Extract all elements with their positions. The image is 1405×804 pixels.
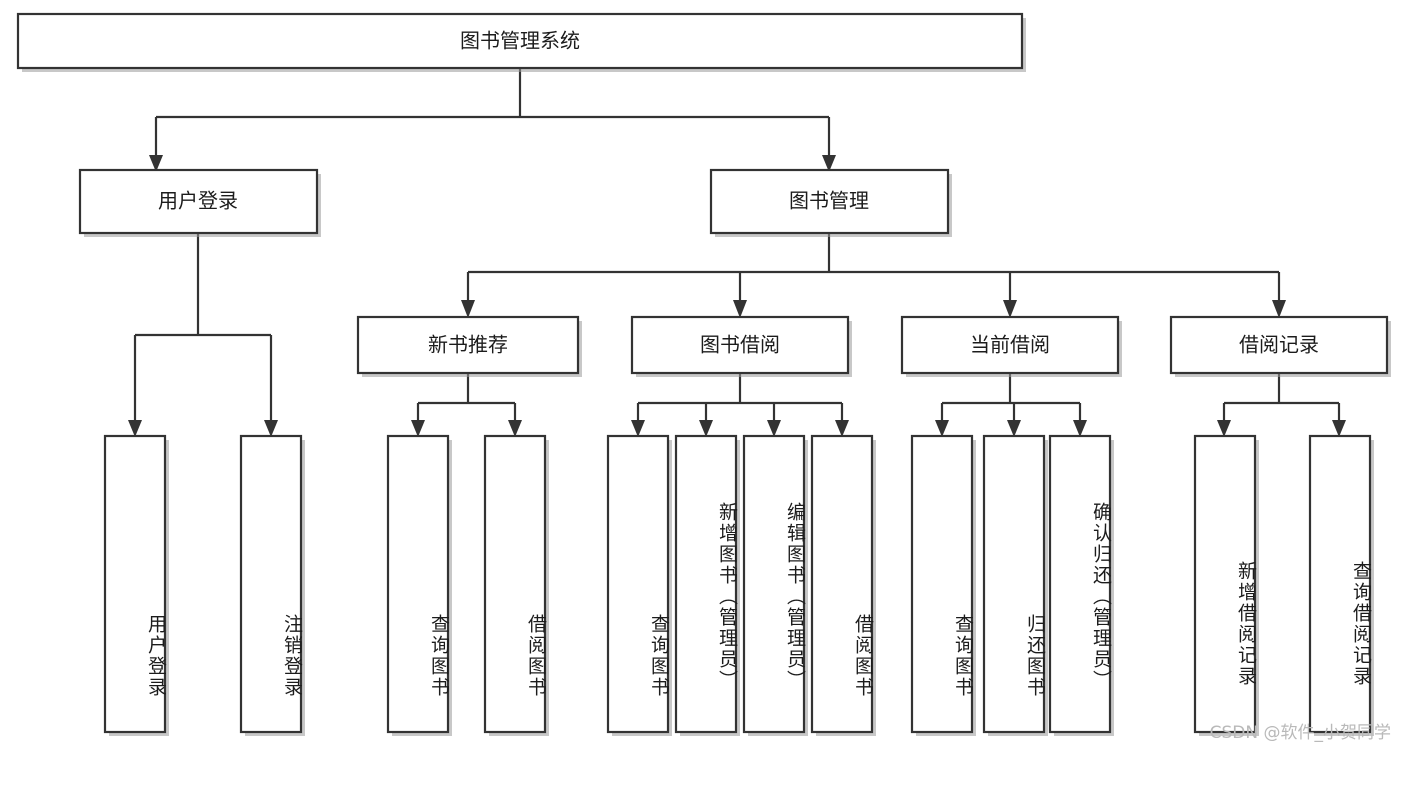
user-login-box[interactable] xyxy=(78,168,319,235)
new-book-recommend-label: 新书推荐 xyxy=(428,333,508,357)
leaf-confirm-return-box[interactable] xyxy=(1048,434,1112,734)
flowchart-svg: 图书管理系统 用户登录 图书管理 新书推荐 图书借阅 xyxy=(16,12,1391,736)
leaf-add-book-box[interactable] xyxy=(674,434,738,734)
arrow-leaf-add-book xyxy=(699,420,713,437)
leaf-edit-book-box[interactable] xyxy=(742,434,806,734)
arrow-leaf-borrow-book-1 xyxy=(508,420,522,437)
leaf-add-record-box[interactable] xyxy=(1193,434,1257,734)
arrow-leaf-add-record xyxy=(1217,420,1231,437)
leaf-query-book-1-box[interactable] xyxy=(386,434,450,734)
node-book-manage[interactable]: 图书管理 xyxy=(709,168,952,237)
leaf-query-book-3-box[interactable] xyxy=(910,434,974,734)
current-borrow-box[interactable] xyxy=(900,315,1120,375)
borrow-record-label: 借阅记录 xyxy=(1239,333,1319,357)
diagram-canvas: 图书管理系统 用户登录 图书管理 新书推荐 图书借阅 xyxy=(16,12,1391,743)
leaf-logout-login-box[interactable] xyxy=(239,434,303,734)
leaf-query-book-2-box[interactable] xyxy=(606,434,670,734)
leaf-query-record-box[interactable] xyxy=(1308,434,1372,734)
arrow-book-borrow xyxy=(733,300,747,318)
arrow-new-book-recommend xyxy=(461,300,475,318)
node-new-book-recommend[interactable]: 新书推荐 xyxy=(356,315,582,377)
leaf-return-book-box[interactable] xyxy=(982,434,1046,734)
book-borrow-box[interactable] xyxy=(630,315,850,375)
csdn-watermark: CSDN @软件_小贺同学 xyxy=(1209,723,1391,743)
node-leaf-query-book-2[interactable] xyxy=(606,434,672,736)
arrow-to-book-manage xyxy=(822,155,836,172)
root-label: 图书管理系统 xyxy=(460,29,580,53)
leaf-borrow-book-1-box[interactable] xyxy=(483,434,547,734)
node-leaf-add-book[interactable] xyxy=(674,434,740,736)
arrow-leaf-user-login xyxy=(128,420,142,437)
arrow-leaf-query-book-3 xyxy=(935,420,949,437)
leaf-user-login-box[interactable] xyxy=(103,434,167,734)
user-login-label: 用户登录 xyxy=(158,189,238,213)
new-book-recommend-box[interactable] xyxy=(356,315,580,375)
arrow-current-borrow xyxy=(1003,300,1017,318)
node-leaf-add-record[interactable] xyxy=(1193,434,1259,736)
node-leaf-query-book-3[interactable] xyxy=(910,434,976,736)
node-leaf-borrow-book-1[interactable] xyxy=(483,434,549,736)
node-leaf-confirm-return[interactable] xyxy=(1048,434,1114,736)
arrow-leaf-borrow-book-2 xyxy=(835,420,849,437)
arrow-to-user-login xyxy=(149,155,163,172)
arrow-borrow-record xyxy=(1272,300,1286,318)
book-manage-label: 图书管理 xyxy=(789,189,869,213)
node-leaf-borrow-book-2[interactable] xyxy=(810,434,876,736)
node-leaf-query-record[interactable] xyxy=(1308,434,1374,736)
borrow-record-box[interactable] xyxy=(1169,315,1389,375)
arrow-leaf-confirm-return xyxy=(1073,420,1087,437)
node-leaf-return-book[interactable] xyxy=(982,434,1048,736)
node-book-borrow[interactable]: 图书借阅 xyxy=(630,315,852,377)
arrow-leaf-query-record xyxy=(1332,420,1346,437)
node-root[interactable]: 图书管理系统 xyxy=(16,12,1026,72)
node-leaf-user-login[interactable] xyxy=(103,434,169,736)
node-leaf-query-book-1[interactable] xyxy=(386,434,452,736)
book-manage-box[interactable] xyxy=(709,168,950,235)
node-leaf-logout-login[interactable] xyxy=(239,434,305,736)
arrow-leaf-query-book-2 xyxy=(631,420,645,437)
arrow-leaf-edit-book xyxy=(767,420,781,437)
leaf-borrow-book-2-box[interactable] xyxy=(810,434,874,734)
node-leaf-edit-book[interactable] xyxy=(742,434,808,736)
book-borrow-label: 图书借阅 xyxy=(700,333,780,357)
node-borrow-record[interactable]: 借阅记录 xyxy=(1169,315,1391,377)
arrow-leaf-return-book xyxy=(1007,420,1021,437)
root-box[interactable] xyxy=(16,12,1024,70)
arrow-leaf-logout-login xyxy=(264,420,278,437)
edges-group xyxy=(128,68,1346,437)
node-current-borrow[interactable]: 当前借阅 xyxy=(900,315,1122,377)
current-borrow-label: 当前借阅 xyxy=(970,333,1050,357)
arrow-leaf-query-book-1 xyxy=(411,420,425,437)
node-user-login[interactable]: 用户登录 xyxy=(78,168,321,237)
